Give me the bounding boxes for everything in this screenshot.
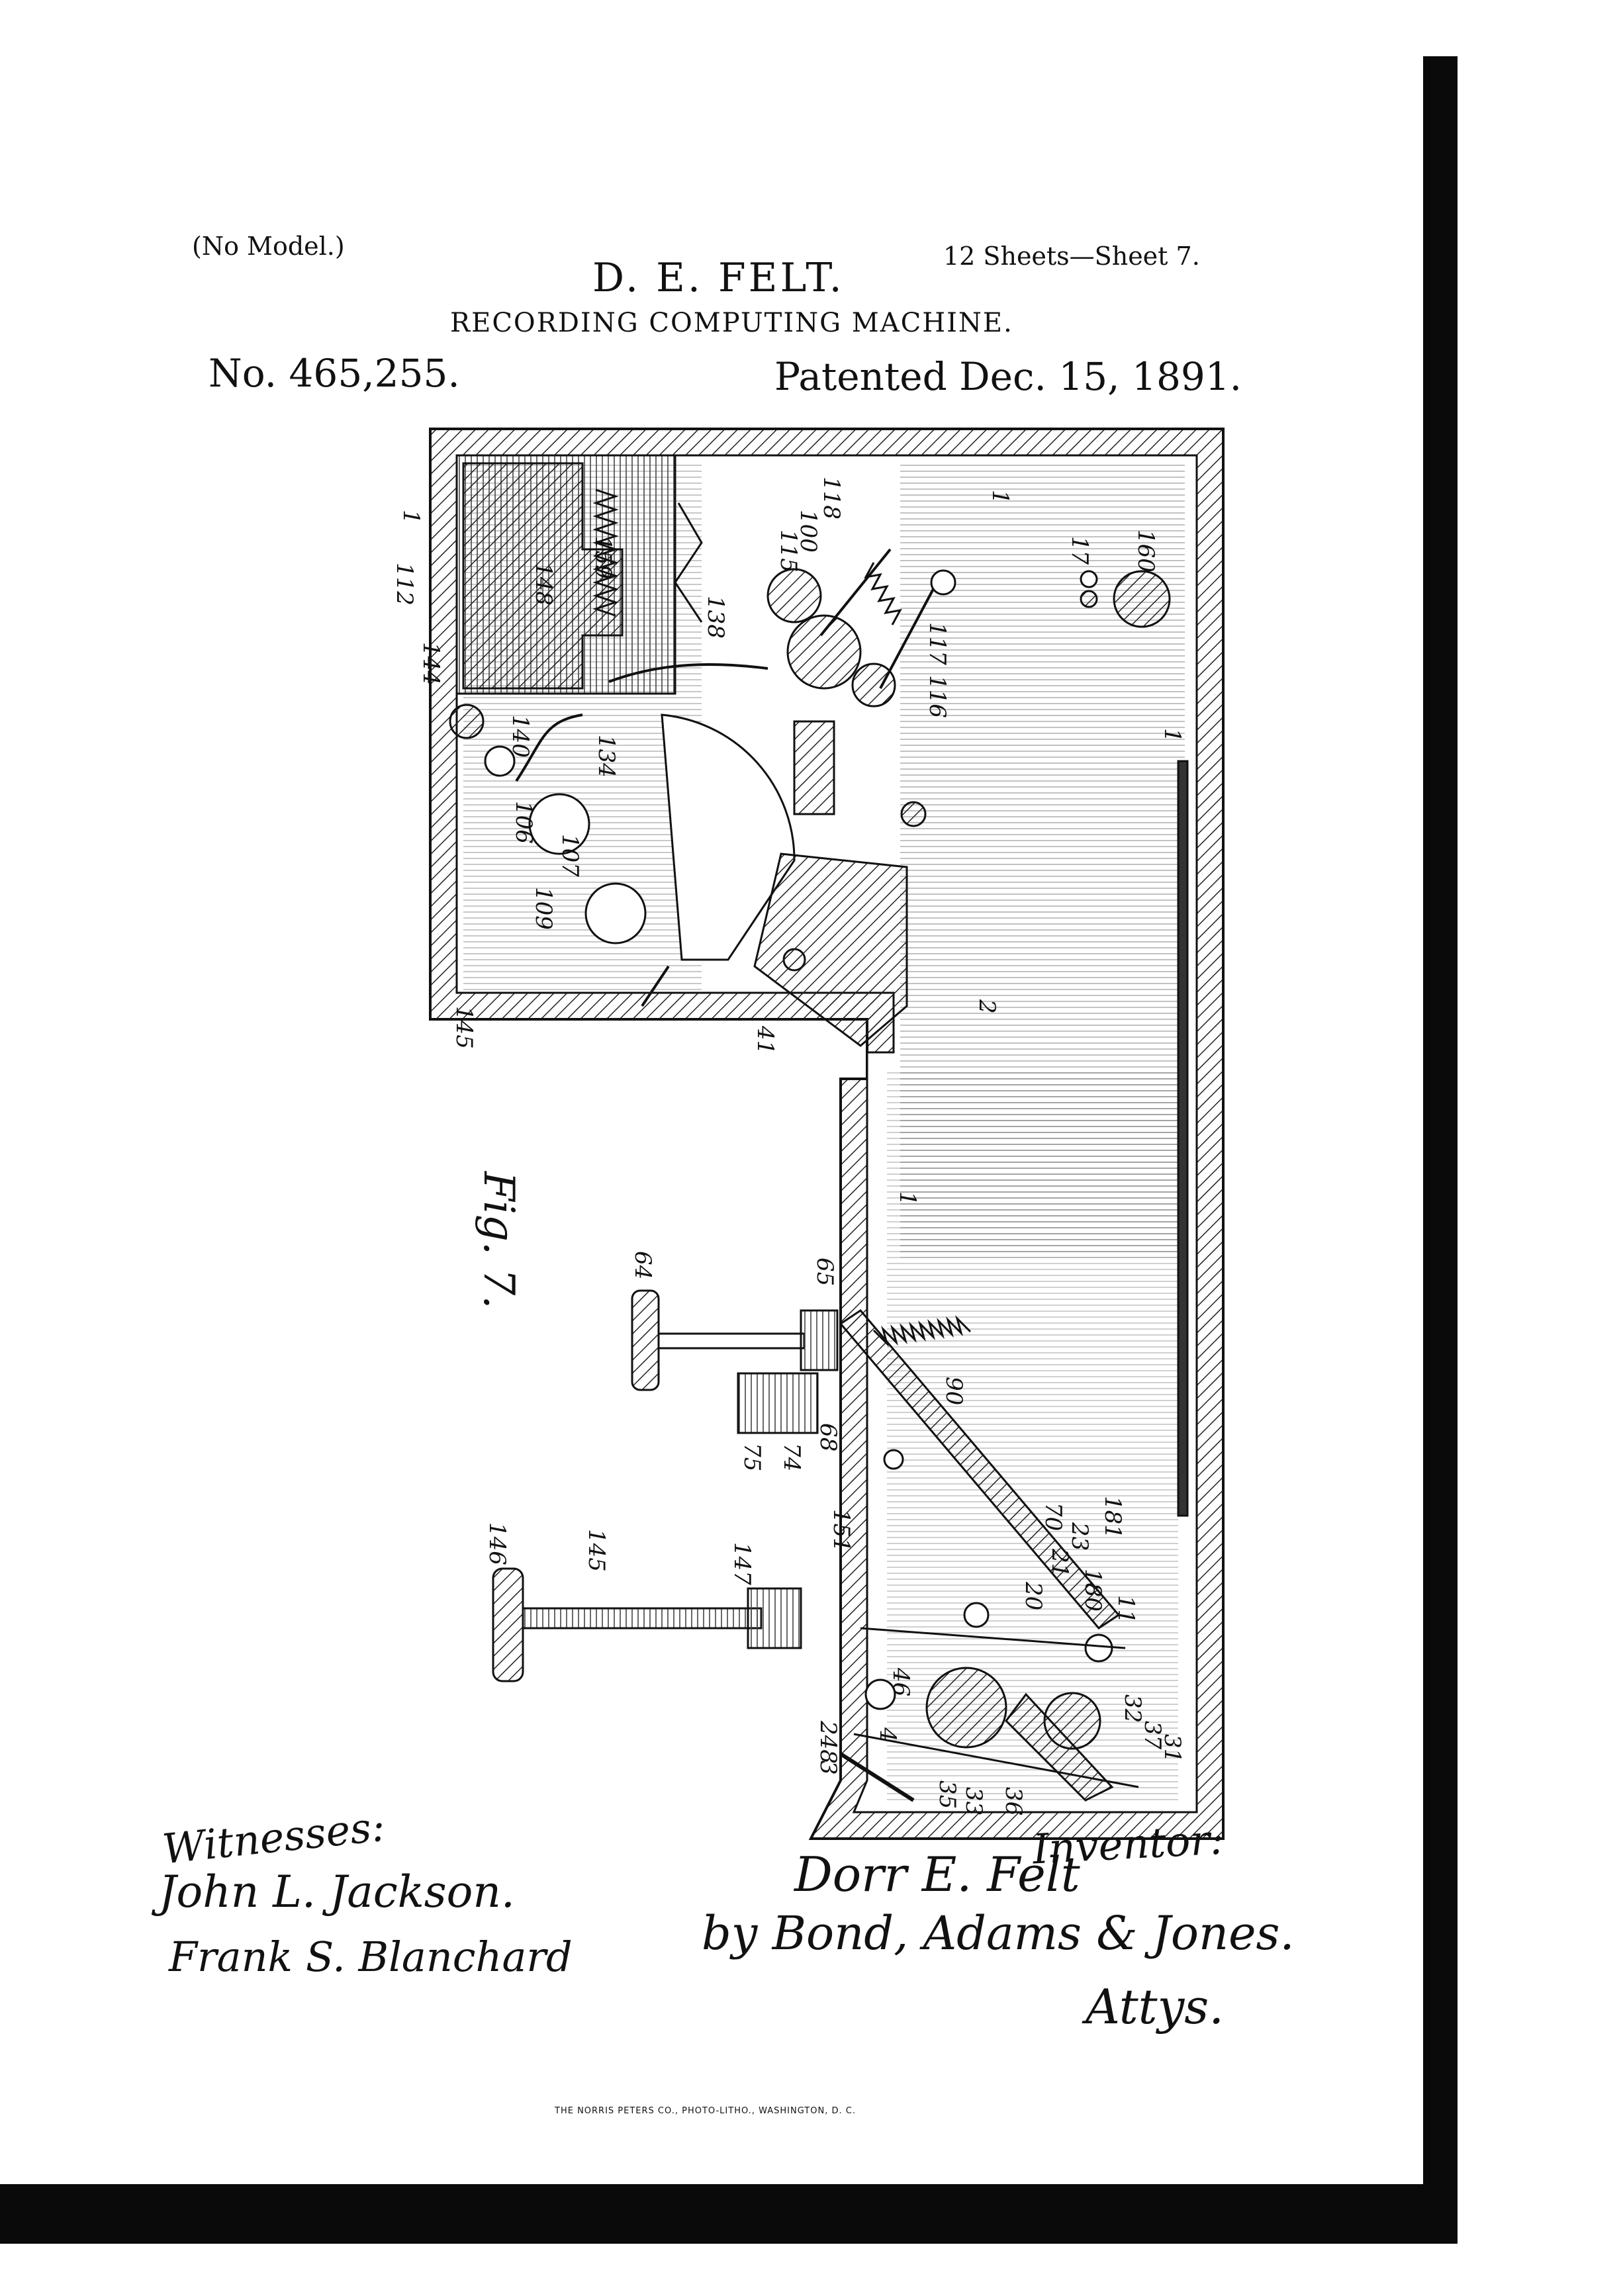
coil-spring-right [864,562,902,625]
ref-117: 117 [924,622,951,665]
invention-title: RECORDING COMPUTING MACHINE. [450,308,1013,338]
ref-1-b: 1 [987,490,1013,504]
ref-148: 148 [530,563,557,606]
ref-23: 23 [1066,1522,1093,1551]
inventor-heading: D. E. FELT. [592,255,845,301]
ref-1-a: 1 [398,510,424,524]
ref-3: 3 [815,1761,841,1775]
ref-106: 106 [510,801,537,844]
ref-116: 116 [924,675,951,718]
ref-145-a: 145 [451,1006,477,1049]
coil-spring-upper [592,488,619,617]
ref-32: 32 [1119,1694,1146,1723]
upper-compartment [455,454,703,695]
ref-134: 134 [593,735,620,778]
lower-mechanism [853,1449,1139,1802]
ref-4: 4 [874,1727,901,1742]
ref-64: 64 [629,1251,656,1279]
ref-140: 140 [507,715,533,758]
ref-1-c: 1 [1159,728,1185,743]
ref-74: 74 [778,1443,805,1471]
reference-numerals: 1 112 144 140 106 107 109 145 148 159 13… [391,477,1185,1815]
key-stem-64 [631,1289,839,1434]
ref-151: 151 [828,1509,855,1552]
ref-138: 138 [702,596,729,639]
printer-credit: THE NORRIS PETERS CO., PHOTO-LITHO., WAS… [555,2106,856,2116]
ref-11: 11 [1113,1595,1139,1624]
scan-edge-bottom [0,2184,1458,2244]
ref-115: 115 [775,529,802,573]
lever-arms [515,548,935,1007]
ref-248: 248 [815,1720,841,1764]
ref-31: 31 [1159,1734,1185,1763]
ref-90: 90 [941,1377,967,1405]
attorneys-signature: by Bond, Adams & Jones. [702,1906,1295,1960]
sheet-count: 12 Sheets—Sheet 7. [943,242,1200,271]
scan-edge-right [1423,56,1458,2240]
ref-145-b: 145 [583,1529,610,1572]
attys-label: Attys. [1086,1979,1225,2035]
ref-109: 109 [530,887,557,930]
ref-144: 144 [418,642,444,685]
ref-160: 160 [1133,529,1159,573]
ref-146: 146 [484,1522,510,1565]
patent-date: Patented Dec. 15, 1891. [774,354,1242,399]
ref-159: 159 [590,536,616,579]
key-stem-146 [492,1567,802,1682]
diagonal-bar [839,1309,1121,1802]
gear-train [449,568,1171,972]
coil-spring-diagonal [872,1314,972,1348]
ref-181: 181 [1099,1496,1126,1539]
ref-147: 147 [729,1542,755,1585]
ref-21: 21 [1046,1548,1073,1577]
ref-20: 20 [1020,1581,1046,1610]
ref-107: 107 [557,834,583,877]
ref-41: 41 [752,1025,778,1054]
patent-number: No. 465,255. [209,351,460,396]
no-model-label: (No Model.) [192,232,345,261]
ref-70: 70 [1040,1502,1066,1531]
figure-label: Fig. 7. [474,1171,523,1309]
ref-46: 46 [888,1667,914,1696]
ref-1-d: 1 [894,1191,921,1206]
ref-118: 118 [818,477,845,520]
ref-112: 112 [391,563,418,606]
ref-17: 17 [1066,536,1093,565]
ref-100: 100 [795,510,821,553]
ref-35: 35 [934,1780,960,1809]
ref-180: 180 [1080,1569,1106,1612]
inventor-signature: Dorr E. Felt [794,1847,1080,1902]
side-plate [1177,760,1189,1517]
sector-plate [661,713,908,1047]
ref-2: 2 [974,999,1000,1014]
ref-68: 68 [815,1423,841,1451]
ref-75: 75 [739,1443,765,1471]
witness-signature-2: Frank S. Blanchard [169,1933,573,1981]
witness-signature-1: John L. Jackson. [159,1866,515,1917]
ref-65: 65 [812,1258,838,1286]
ref-33: 33 [960,1787,987,1815]
ref-37: 37 [1139,1721,1166,1750]
ref-36: 36 [1000,1787,1027,1815]
